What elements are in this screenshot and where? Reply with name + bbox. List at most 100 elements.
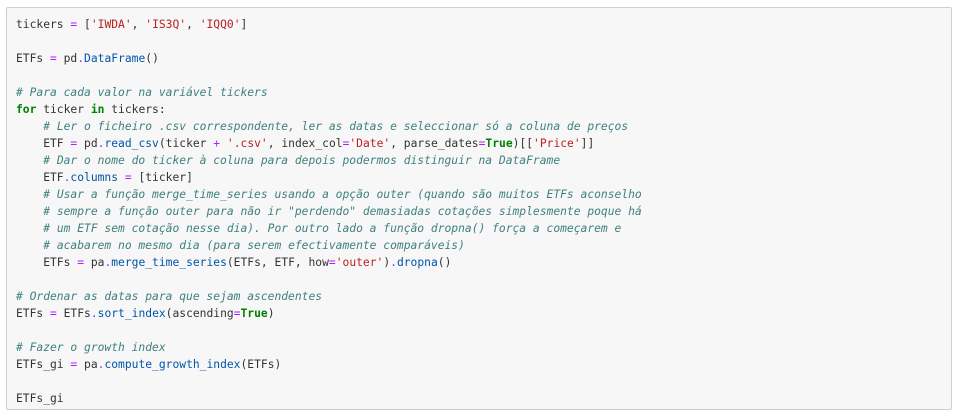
code-line: ETF.columns = [ticker] — [16, 169, 951, 186]
code-line: # Para cada valor na variável tickers — [16, 84, 951, 101]
code-token — [16, 154, 43, 167]
code-operator: . — [97, 137, 105, 150]
code-keyword: in — [90, 103, 105, 116]
code-line — [16, 67, 951, 84]
code-token: ETFs — [16, 307, 51, 320]
code-token: () — [145, 52, 159, 65]
code-boolean: True — [240, 307, 268, 320]
code-token — [16, 239, 43, 252]
code-token: ETFs — [56, 307, 91, 320]
code-string: 'IWDA' — [90, 18, 132, 31]
code-token: pd — [77, 137, 98, 150]
code-operator: = — [70, 358, 78, 371]
code-operator: = — [70, 18, 78, 31]
code-token: () — [437, 256, 452, 269]
code-boolean: True — [485, 137, 513, 150]
code-string: 'IQQ0' — [199, 18, 241, 31]
code-line: ETFs_gi — [16, 390, 951, 407]
code-operator: + — [213, 137, 221, 150]
code-line: # acabarem no mesmo dia (para serem efec… — [16, 237, 951, 254]
code-attribute: DataFrame — [84, 52, 146, 65]
code-comment: # Dar o nome do ticker à coluna para dep… — [43, 154, 561, 167]
code-line: ETFs_gi = pa.compute_growth_index(ETFs) — [16, 356, 951, 373]
code-comment: # sempre a função outer para não ir "per… — [43, 205, 642, 218]
code-operator: . — [63, 171, 71, 184]
code-token: ETFs_gi — [16, 392, 64, 405]
code-operator: . — [97, 358, 105, 371]
code-cell[interactable]: tickers = ['IWDA', 'IS3Q', 'IQQ0'] ETFs … — [6, 7, 952, 410]
code-token: , — [131, 18, 146, 31]
code-line — [16, 33, 951, 50]
code-attribute: compute_growth_index — [104, 358, 241, 371]
code-token: [ — [77, 18, 91, 31]
code-line: ETFs = ETFs.sort_index(ascending=True) — [16, 305, 951, 322]
code-string: 'outer' — [335, 256, 384, 269]
code-attribute: sort_index — [97, 307, 166, 320]
code-token: ) — [383, 256, 391, 269]
code-token: (ETFs) — [240, 358, 282, 371]
code-attribute: merge_time_series — [111, 256, 227, 269]
code-line: for ticker in tickers: — [16, 101, 951, 118]
code-operator: = — [328, 256, 336, 269]
code-operator: = — [233, 307, 241, 320]
code-operator: . — [90, 307, 98, 320]
code-line: # sempre a função outer para não ir "per… — [16, 203, 951, 220]
code-line: # Fazer o growth index — [16, 339, 951, 356]
code-comment: # Ler o ficheiro .csv correspondente, le… — [43, 120, 629, 133]
code-token: ) — [267, 307, 275, 320]
code-operator: . — [104, 256, 112, 269]
code-token — [16, 120, 43, 133]
code-attribute: read_csv — [104, 137, 159, 150]
code-line: tickers = ['IWDA', 'IS3Q', 'IQQ0'] — [16, 16, 951, 33]
code-operator: = — [342, 137, 350, 150]
code-comment: # Ordenar as datas para que sejam ascend… — [16, 290, 323, 303]
code-string: 'Date' — [349, 137, 391, 150]
code-editor[interactable]: tickers = ['IWDA', 'IS3Q', 'IQQ0'] ETFs … — [7, 8, 951, 407]
code-line — [16, 373, 951, 390]
code-attribute: columns — [70, 171, 119, 184]
code-token: ETF — [16, 171, 64, 184]
code-operator: = — [478, 137, 486, 150]
code-token: (ticker — [158, 137, 214, 150]
code-keyword: for — [16, 103, 37, 116]
code-token: ] — [240, 18, 248, 31]
code-token: )[[ — [512, 137, 534, 150]
code-token: tickers: — [104, 103, 166, 116]
code-token: ETFs — [16, 52, 51, 65]
code-operator: = — [77, 256, 85, 269]
code-token: pa — [77, 358, 98, 371]
code-string: '.csv' — [226, 137, 268, 150]
code-operator: = — [50, 52, 57, 65]
code-token: ETF — [16, 137, 71, 150]
code-token: ]] — [580, 137, 595, 150]
code-token: (ascending — [165, 307, 234, 320]
code-token: , parse_dates — [390, 137, 479, 150]
code-token: ticker — [36, 103, 91, 116]
code-comment: # um ETF sem cotação nesse dia). Por out… — [43, 222, 622, 235]
code-token: pd — [56, 52, 78, 65]
code-comment: # Para cada valor na variável tickers — [16, 86, 268, 99]
code-attribute: dropna — [396, 256, 438, 269]
code-comment: # Fazer o growth index — [16, 341, 166, 354]
code-comment: # Usar a função merge_time_series usando… — [43, 188, 642, 201]
code-line: ETFs = pd.DataFrame() — [16, 50, 951, 67]
code-line: # um ETF sem cotação nesse dia). Por out… — [16, 220, 951, 237]
code-line: # Ler o ficheiro .csv correspondente, le… — [16, 118, 951, 135]
code-token — [118, 171, 125, 184]
code-line: # Dar o nome do ticker à coluna para dep… — [16, 152, 951, 169]
code-token: , — [186, 18, 200, 31]
code-operator: = — [124, 171, 132, 184]
code-token — [16, 188, 43, 201]
code-operator: = — [70, 137, 78, 150]
code-token — [220, 137, 227, 150]
code-line — [16, 322, 951, 339]
code-line — [16, 271, 951, 288]
code-token: , index_col — [267, 137, 343, 150]
code-token — [16, 222, 43, 235]
code-line: # Usar a função merge_time_series usando… — [16, 186, 951, 203]
code-line: ETF = pd.read_csv(ticker + '.csv', index… — [16, 135, 951, 152]
code-operator: = — [50, 307, 57, 320]
code-token: (ETFs, ETF, how — [226, 256, 329, 269]
code-operator: . — [77, 52, 85, 65]
code-string: 'IS3Q' — [145, 18, 187, 31]
